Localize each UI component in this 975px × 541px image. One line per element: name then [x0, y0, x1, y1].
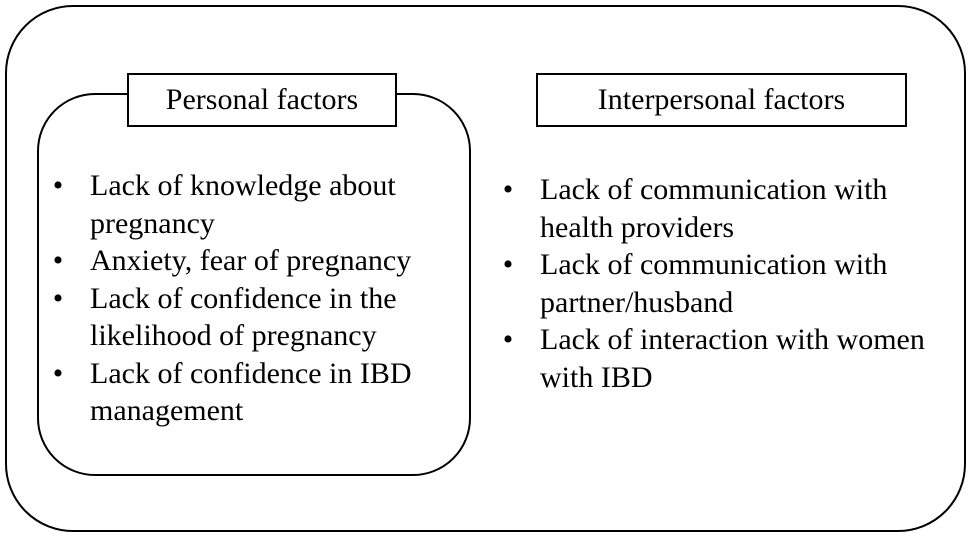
personal-factors-title: Personal factors — [127, 73, 397, 127]
bullet-icon: • — [502, 248, 514, 281]
bullet-icon: • — [502, 323, 514, 356]
list-item-text: Lack of communication with partner/husba… — [540, 248, 888, 319]
interpersonal-factors-title-text: Interpersonal factors — [597, 83, 846, 116]
list-item-text: Lack of confidence in the likelihood of … — [90, 281, 397, 353]
personal-factors-title-text: Personal factors — [165, 83, 359, 116]
bullet-icon: • — [52, 169, 64, 202]
list-item-text: Lack of communication with health provid… — [540, 173, 888, 244]
list-item: • Lack of confidence in IBD management — [48, 355, 448, 430]
list-item: • Lack of confidence in the likelihood o… — [48, 280, 448, 355]
list-item: • Lack of interaction with women with IB… — [498, 321, 968, 396]
list-item: • Lack of communication with health prov… — [498, 171, 968, 246]
outer-frame — [5, 5, 966, 532]
bullet-icon: • — [52, 356, 64, 390]
list-item-text: Anxiety, fear of pregnancy — [90, 244, 412, 277]
list-item: • Anxiety, fear of pregnancy — [48, 242, 448, 280]
personal-factors-list: • Lack of knowledge about pregnancy • An… — [48, 167, 448, 430]
list-item: • Lack of knowledge about pregnancy — [48, 167, 448, 242]
list-item-text: Lack of knowledge about pregnancy — [90, 169, 396, 240]
interpersonal-factors-list: • Lack of communication with health prov… — [498, 171, 968, 396]
interpersonal-factors-title: Interpersonal factors — [536, 73, 907, 127]
list-item-text: Lack of interaction with women with IBD — [540, 323, 925, 394]
bullet-icon: • — [52, 281, 64, 315]
list-item-text: Lack of confidence in IBD management — [90, 356, 412, 428]
bullet-icon: • — [52, 244, 64, 277]
bullet-icon: • — [502, 173, 514, 206]
list-item: • Lack of communication with partner/hus… — [498, 246, 968, 321]
